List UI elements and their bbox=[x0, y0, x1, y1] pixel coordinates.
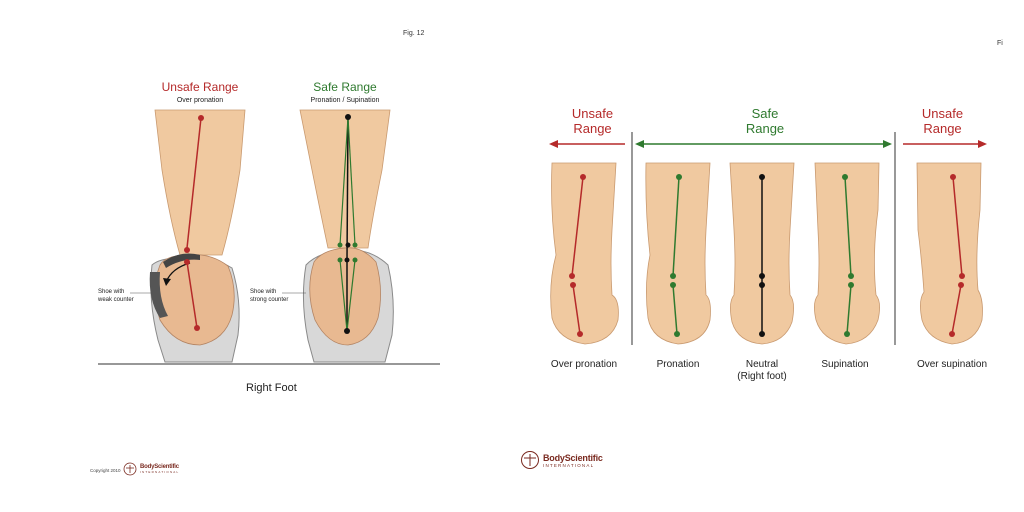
foot-over-pronation bbox=[550, 162, 619, 345]
caption-over-supination: Over supination bbox=[916, 359, 988, 370]
caption-over-pronation: Over pronation bbox=[550, 359, 618, 370]
safe-range-subtitle: Pronation / Supination bbox=[310, 97, 380, 104]
safe-range-title-right: Safe Range bbox=[745, 106, 785, 136]
fig-label-left: Fig. 12 bbox=[403, 30, 425, 37]
caption-neutral: Neutral (Right foot) bbox=[737, 359, 787, 382]
safe-range-title: Safe Range bbox=[313, 80, 377, 94]
arrow-safe bbox=[635, 140, 892, 148]
foot-supination bbox=[814, 162, 880, 345]
leg-over-pronation bbox=[149, 109, 246, 363]
callout-strong-counter: Shoe with strong counter bbox=[250, 289, 289, 303]
callout-weak-counter: Shoe with weak counter bbox=[98, 289, 134, 303]
right-foot-title: Right Foot bbox=[246, 382, 297, 394]
unsafe-range-right-title: Unsafe Range bbox=[921, 106, 964, 136]
logo-right: BodyScientific INTERNATIONAL bbox=[520, 450, 603, 470]
caption-supination: Supination bbox=[821, 359, 869, 370]
logo-figure-icon bbox=[123, 462, 137, 476]
foot-over-supination bbox=[916, 162, 983, 345]
unsafe-range-left-title: Unsafe Range bbox=[571, 106, 614, 136]
foot-neutral bbox=[729, 162, 795, 345]
unsafe-range-title: Unsafe Range bbox=[161, 80, 239, 94]
arrow-unsafe-right bbox=[903, 140, 987, 148]
copyright-text: Copyright 2010 bbox=[90, 468, 121, 473]
unsafe-range-subtitle: Over pronation bbox=[176, 97, 224, 104]
arrow-unsafe-left bbox=[549, 140, 625, 148]
fig-label-right: Fi bbox=[997, 40, 1003, 47]
leg-safe-range bbox=[299, 109, 394, 363]
caption-pronation: Pronation bbox=[656, 359, 700, 370]
foot-pronation bbox=[645, 162, 711, 345]
logo-figure-icon bbox=[521, 451, 539, 469]
logo-left: BodyScientific INTERNATIONAL bbox=[123, 462, 179, 476]
